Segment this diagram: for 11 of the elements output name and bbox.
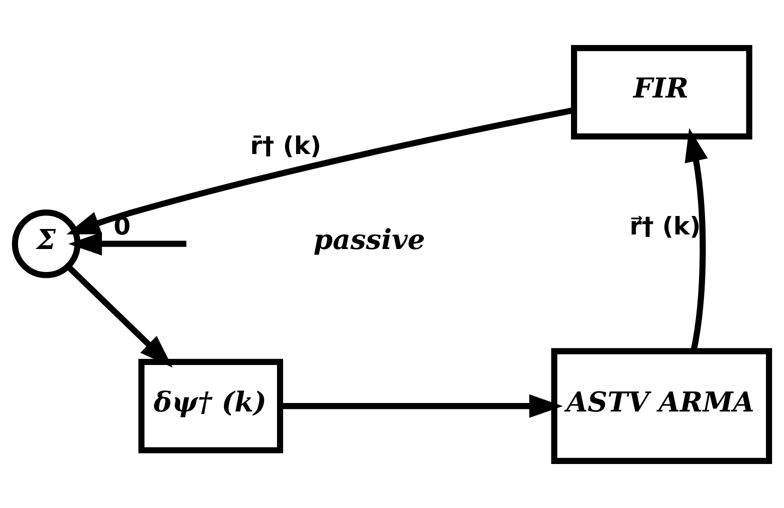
arrow <box>280 394 563 418</box>
edge-label: r̄† (k) <box>250 130 322 160</box>
node-box: δψ† (k) <box>138 358 284 453</box>
arrow <box>66 264 173 368</box>
node-circle: Σ <box>12 209 81 278</box>
edge-label: r⃗† (k) <box>630 210 701 240</box>
node-box: FIR <box>570 44 752 139</box>
label: passive <box>314 224 426 256</box>
node-box: ASTV ARMA <box>551 348 772 464</box>
arrow <box>68 232 186 256</box>
arrow <box>684 127 708 351</box>
